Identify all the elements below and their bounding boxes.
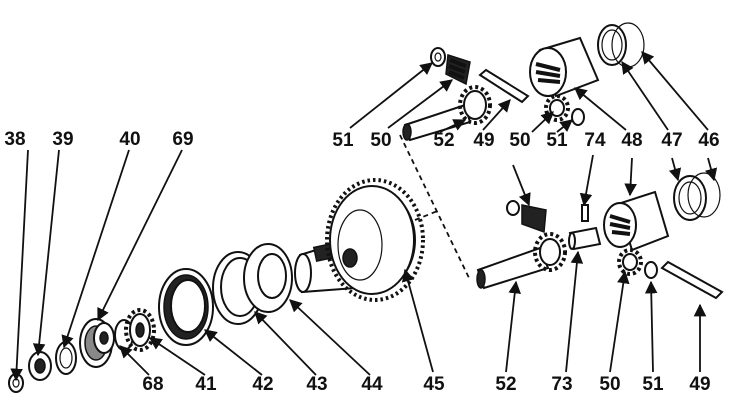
callout-51-upper: 51: [332, 130, 354, 151]
part-51-washer-lower: [644, 261, 658, 279]
part-39-nut: [28, 351, 52, 381]
part-51-washer-upper-right: [571, 108, 585, 126]
part-51-washer-upper: [430, 47, 446, 67]
callout-51-lower: 51: [642, 374, 664, 395]
callout-74: 74: [584, 130, 606, 151]
part-48-differential-case-upper: [529, 36, 600, 98]
callout-50-upper: 50: [370, 130, 391, 151]
leader-lines: [10, 51, 718, 382]
part-50-spider-gear-upper: [445, 54, 471, 86]
callout-38: 38: [4, 129, 25, 150]
callout-73: 73: [551, 374, 572, 395]
part-50-spider-gear-lower: [617, 248, 643, 276]
part-48-differential-case-lower: [603, 190, 670, 252]
callout-50-upper-right: 50: [509, 130, 530, 151]
part-73-block: [568, 226, 602, 251]
callout-labels: 38 39 40 69 68 41 42 43 44 45 51 50 52 4…: [4, 129, 719, 395]
callout-43: 43: [306, 374, 327, 395]
callout-51-upper-right: 51: [546, 130, 568, 151]
part-41-pinion-gear: [124, 308, 156, 352]
callout-39: 39: [52, 129, 73, 150]
part-69-bearing: [79, 318, 115, 368]
part-47-snap-ring-lower: [673, 175, 707, 221]
callout-45: 45: [423, 374, 445, 395]
part-45-differential-carrier: [294, 178, 425, 302]
callout-44: 44: [361, 374, 383, 395]
part-52-side-gear-upper: [402, 85, 492, 142]
part-44-washer: [243, 243, 293, 313]
part-40-ring: [55, 341, 77, 375]
callout-47: 47: [661, 130, 682, 151]
callout-41: 41: [195, 374, 217, 395]
callout-40: 40: [119, 129, 140, 150]
part-52-side-gear-lower: [476, 232, 567, 290]
callout-42: 42: [252, 374, 273, 395]
callout-52-lower: 52: [495, 374, 516, 395]
callout-68: 68: [142, 374, 163, 395]
callout-46: 46: [698, 130, 719, 151]
part-51-washer-mid: [506, 200, 520, 216]
callout-50-lower: 50: [599, 374, 620, 395]
part-50-spider-gear-mid: [521, 204, 547, 234]
part-49-cross-shaft-upper: [478, 68, 530, 104]
part-49-cross-shaft-lower: [660, 260, 724, 300]
assembly-dashed-line-middle: [414, 209, 441, 221]
part-74-pin: [581, 204, 589, 222]
callout-69: 69: [172, 129, 193, 150]
callout-48: 48: [621, 130, 642, 151]
callout-49-upper: 49: [473, 130, 494, 151]
part-42-seal: [158, 268, 214, 346]
callout-52-upper: 52: [433, 130, 454, 151]
callout-49-lower: 49: [689, 374, 710, 395]
part-46-retaining-ring-lower: [687, 172, 721, 218]
